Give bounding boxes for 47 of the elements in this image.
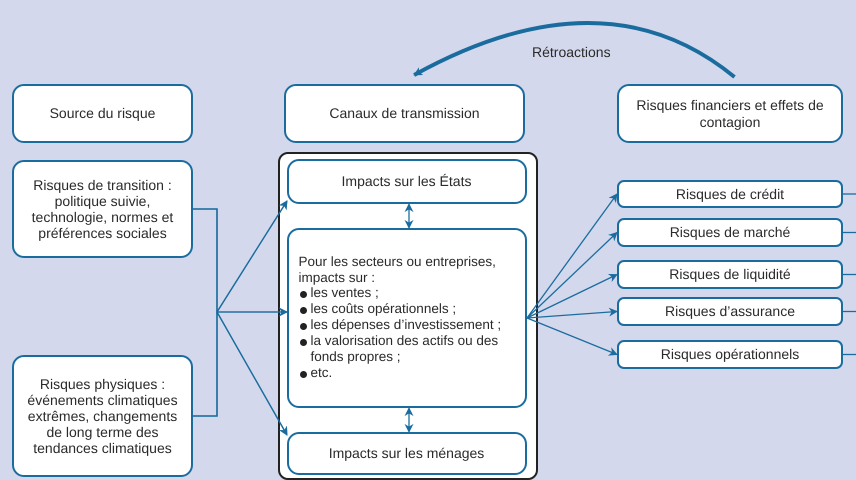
box-text: Risques de liquidité (669, 266, 791, 283)
rounded-box (12, 355, 193, 477)
box-heading: Pour les secteurs ou entreprises, impacts sur : (298, 254, 497, 286)
arrow (526, 193, 618, 318)
arrow (526, 274, 618, 319)
rounded-box (617, 218, 843, 247)
connector-line (843, 354, 856, 356)
bullet-item: les coûts opérationnels ; (298, 301, 456, 318)
bullet-item: etc. (298, 364, 332, 381)
arrow (404, 407, 414, 433)
arrow (526, 317, 618, 356)
box-text: Risques financiers et effets de contagion (635, 97, 825, 130)
box-text: Risques opérationnels (660, 346, 800, 363)
rounded-box (12, 84, 193, 143)
edge-label: Rétroactions (530, 44, 613, 60)
connector-line (843, 232, 856, 234)
box-text: Risques de crédit (676, 186, 784, 202)
arrow (413, 21, 736, 79)
rounded-box (617, 297, 843, 326)
connector-line (843, 274, 856, 276)
box-text: Canaux de transmission (329, 105, 480, 122)
box-text: Risques d’assurance (665, 303, 795, 320)
bullet-item: les dépenses d’investissement ; (298, 317, 502, 334)
rounded-box (286, 228, 526, 408)
bullet-item: les ventes ; (298, 285, 379, 302)
rounded-box (286, 158, 526, 204)
box-text: Impacts sur les ménages (328, 444, 484, 462)
box-text: Risques de transition : politique suivie, technologie, normes et préférences sociales (30, 176, 174, 242)
rounded-box (284, 84, 525, 143)
container-frame (278, 152, 538, 480)
box-text: Risques de marché (670, 224, 790, 241)
rounded-box (617, 84, 843, 143)
arrow (526, 232, 618, 318)
connector-line (843, 310, 856, 312)
box-text: Impacts sur les États (342, 172, 472, 190)
rounded-box (12, 160, 193, 258)
rounded-box (286, 432, 526, 474)
arrow (404, 203, 414, 229)
connector-line (843, 193, 856, 195)
rounded-box (617, 260, 843, 289)
box-text: Source du risque (50, 105, 156, 122)
box-text: Risques physiques : événements climatiques extrêmes, changements de long terme des tendances climatiques (26, 376, 179, 456)
arrow (193, 310, 288, 436)
rounded-box (617, 180, 843, 208)
rounded-box (617, 340, 843, 369)
bullet-item: la valorisation des actifs ou des fonds propres ; (298, 333, 514, 365)
arrow (526, 308, 618, 319)
